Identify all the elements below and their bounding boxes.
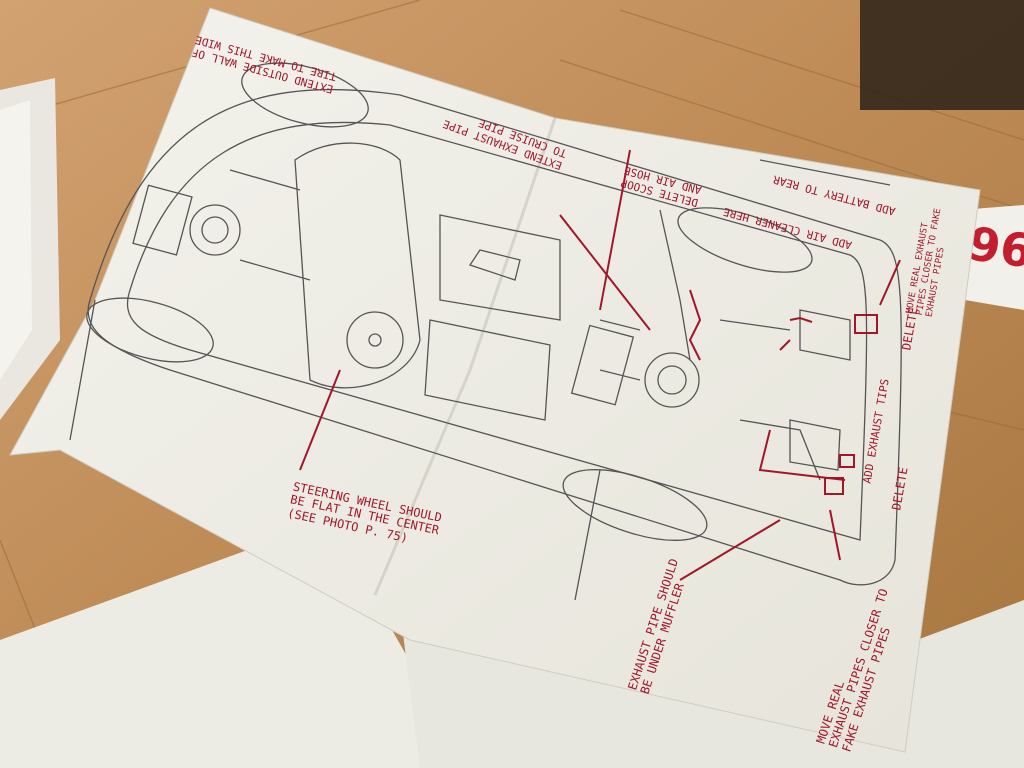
instruction-sheet (9, 7, 981, 753)
note-delete-bottom: DELETE (888, 466, 911, 512)
left-paper-stack-2 (0, 100, 32, 380)
car-chassis-drawing (69, 62, 902, 601)
sheet-fold (373, 117, 557, 596)
note-delete-top: DELETE (898, 306, 921, 352)
red-markups (299, 149, 901, 581)
dark-wall-corner (860, 0, 1024, 110)
right-decal-sheet (960, 205, 1024, 310)
